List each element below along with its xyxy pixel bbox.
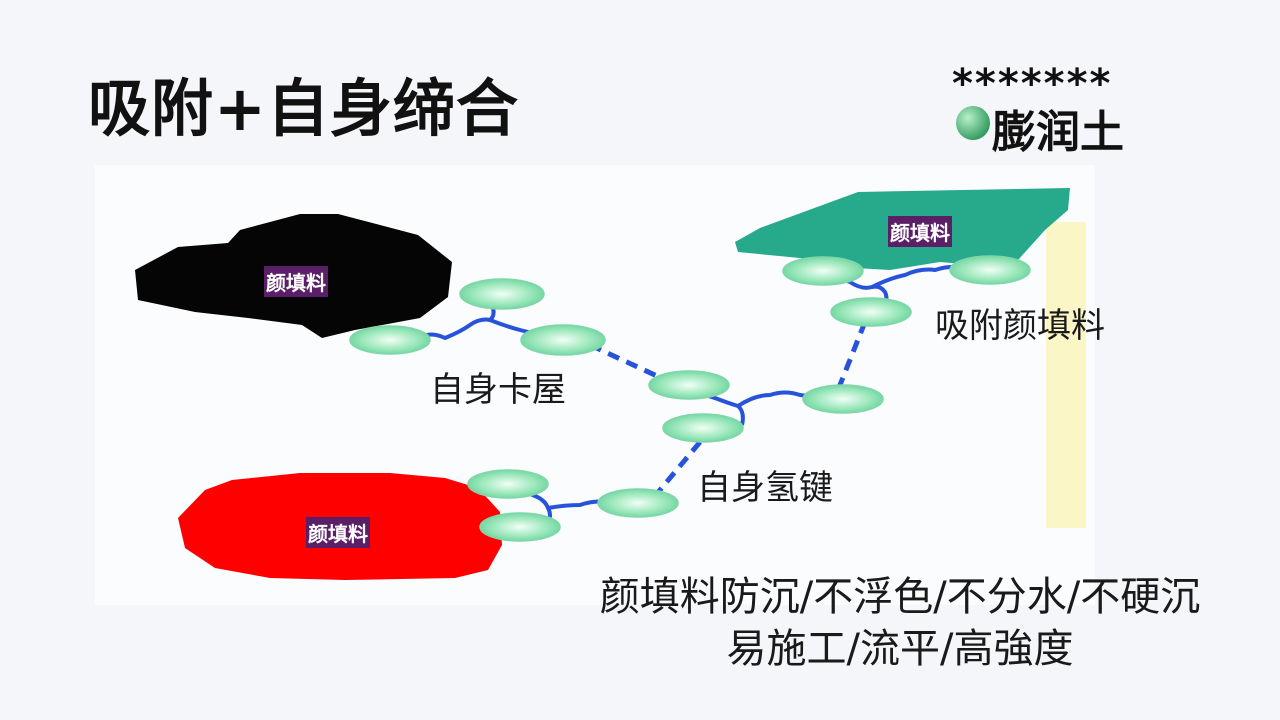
hbond-3 bbox=[653, 440, 702, 498]
bentonite-dot-icon bbox=[956, 106, 990, 140]
pigment-tag-red: 颜填料 bbox=[306, 517, 370, 548]
brand-stars: ******* bbox=[952, 61, 1113, 107]
particle bbox=[597, 488, 679, 518]
particle bbox=[520, 324, 606, 356]
particle bbox=[662, 413, 744, 443]
particle bbox=[949, 255, 1031, 285]
particle bbox=[349, 325, 431, 355]
particle bbox=[459, 278, 545, 310]
pigment-tag-green: 颜填料 bbox=[888, 216, 952, 247]
caption-line-2: 易施工/流平/高強度 bbox=[726, 626, 1074, 672]
brand-label: ******* 膨润土 bbox=[952, 61, 1152, 158]
hbond-2 bbox=[835, 321, 868, 391]
particle bbox=[782, 256, 864, 286]
particle bbox=[467, 469, 549, 499]
pigment-tag-black: 颜填料 bbox=[264, 266, 328, 297]
highlight-strip bbox=[1046, 222, 1086, 528]
brand-name: 膨润土 bbox=[992, 107, 1124, 158]
label-self-hydrogen-bond: 自身氢键 bbox=[697, 468, 833, 508]
particle bbox=[648, 370, 730, 400]
particles bbox=[349, 255, 1031, 542]
particle bbox=[479, 512, 561, 542]
hbond-1 bbox=[588, 342, 672, 385]
label-self-card-house: 自身卡屋 bbox=[430, 370, 566, 410]
caption-line-1: 颜填料防沉/不浮色/不分水/不硬沉 bbox=[599, 574, 1201, 620]
particle bbox=[830, 297, 912, 327]
particle bbox=[802, 384, 884, 414]
label-adsorb-pigment: 吸附颜填料 bbox=[935, 306, 1105, 346]
page-title: 吸附+自身缔合 bbox=[88, 72, 519, 145]
